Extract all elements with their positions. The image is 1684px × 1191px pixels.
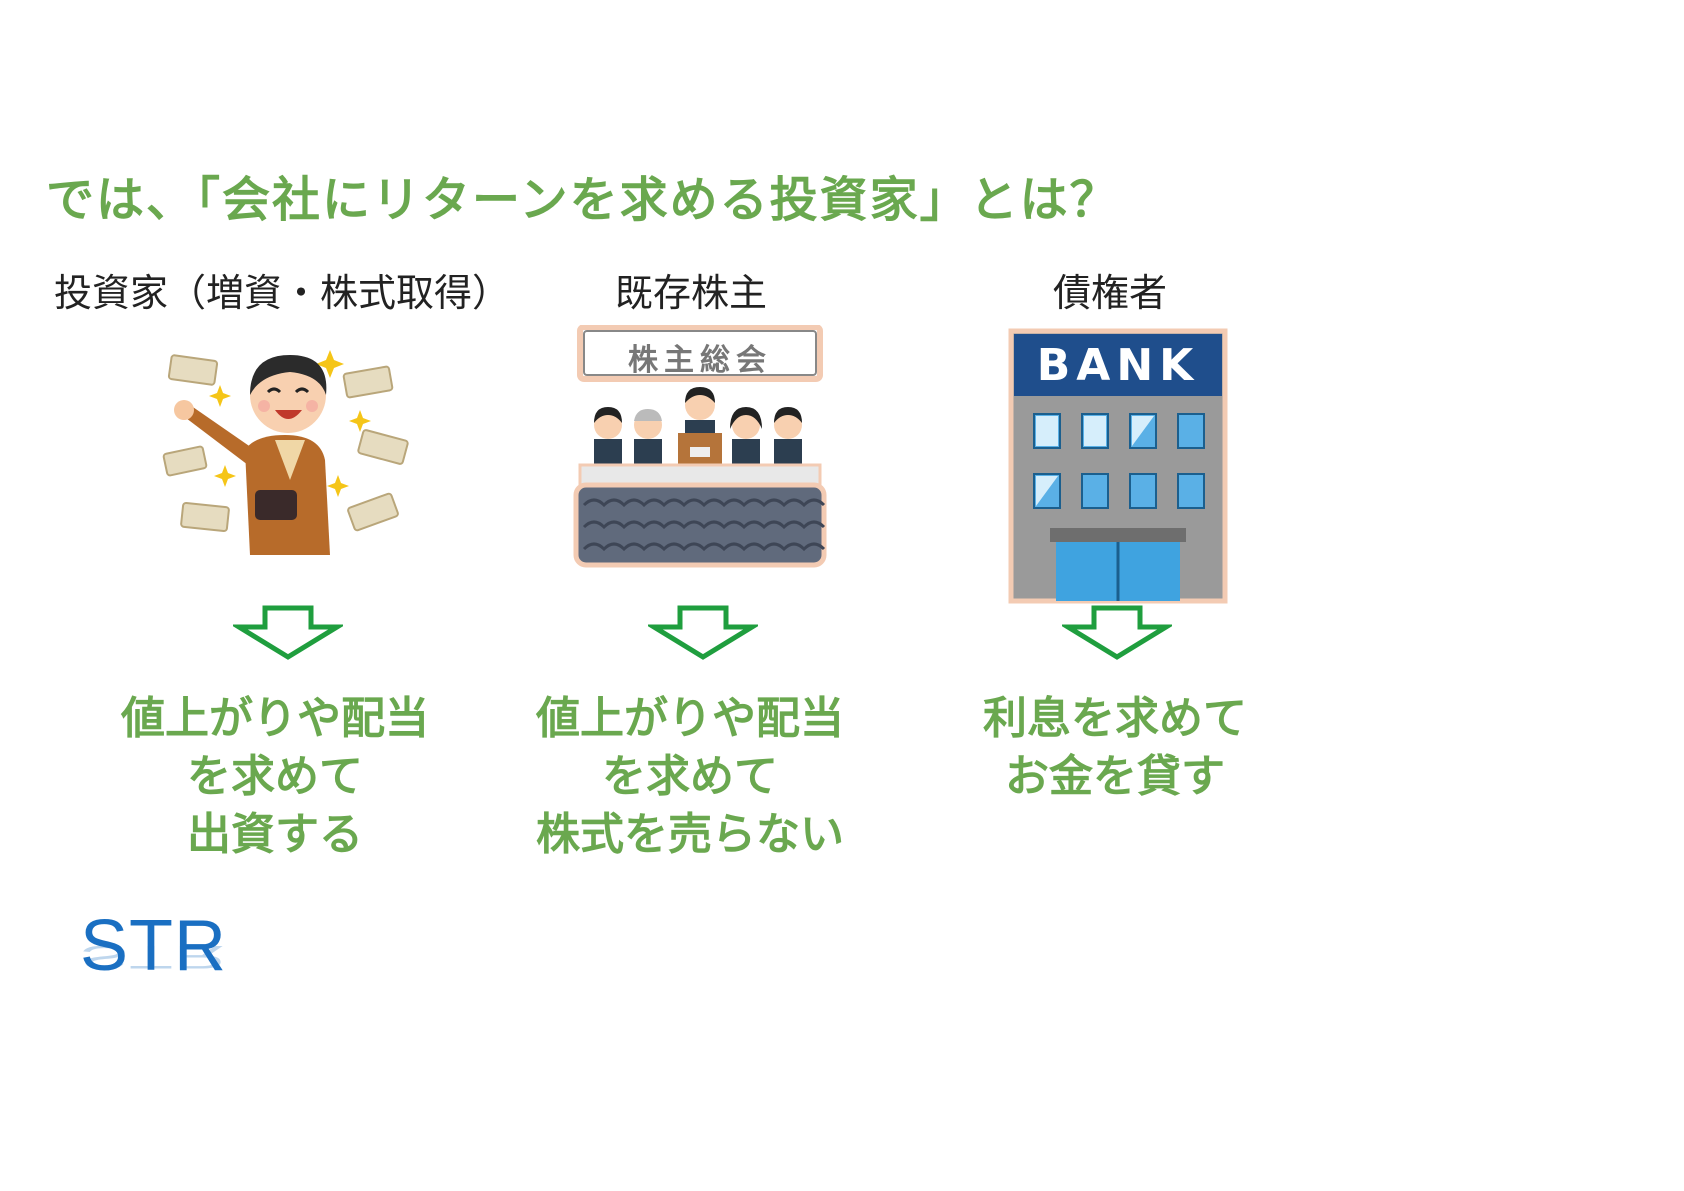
investor-with-money-icon xyxy=(162,350,409,555)
bank-sign-text: BANK xyxy=(1036,340,1200,391)
caption-line: 出資する xyxy=(187,809,363,860)
down-arrow-icon xyxy=(1062,605,1172,660)
caption-line: を求めて xyxy=(187,751,363,802)
creditors-caption: 利息を求めて お金を貸す xyxy=(935,690,1295,806)
meeting-banner-text: 株主総会 xyxy=(628,343,772,378)
caption-line: お金を貸す xyxy=(1005,751,1225,802)
down-arrow-icon xyxy=(648,605,758,660)
creditors-label: 債権者 xyxy=(1053,271,1168,315)
caption-line: 株式を売らない xyxy=(536,809,844,860)
caption-line: 値上がりや配当 xyxy=(121,693,429,744)
str-logo: STR xyxy=(80,906,227,986)
slide-title: では、「会社にリターンを求める投資家」とは？ xyxy=(46,172,1120,228)
caption-line: 値上がりや配当 xyxy=(536,693,844,744)
shareholders-meeting-icon: 株主総会 xyxy=(570,325,830,575)
shareholders-caption: 値上がりや配当 を求めて 株式を売らない xyxy=(510,690,870,864)
bank-building-icon: BANK xyxy=(1008,328,1228,604)
investor-caption: 値上がりや配当 を求めて 出資する xyxy=(95,690,455,864)
str-logo-reflection: STR xyxy=(80,938,227,975)
caption-line: 利息を求めて xyxy=(983,693,1247,744)
caption-line: を求めて xyxy=(602,751,778,802)
shareholders-label: 既存株主 xyxy=(615,271,768,315)
down-arrow-icon xyxy=(233,605,343,660)
investor-label: 投資家（増資・株式取得） xyxy=(54,271,511,315)
